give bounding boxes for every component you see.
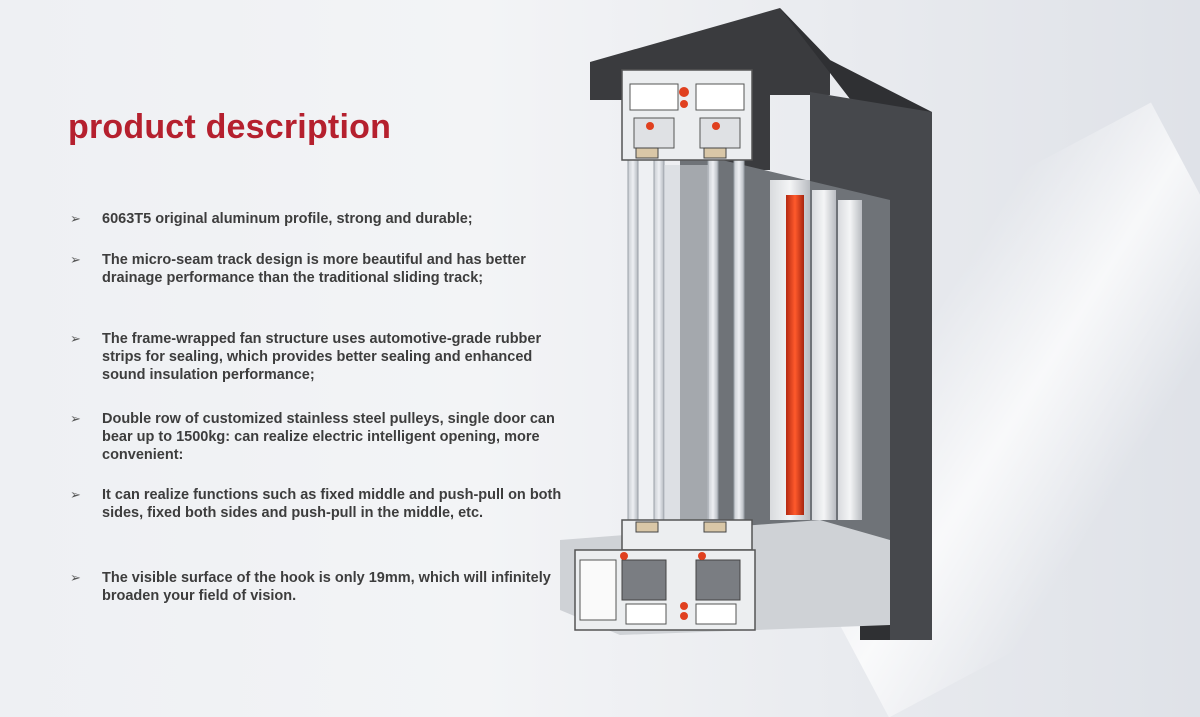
red-seal-strip	[786, 195, 804, 515]
arrow-icon: ➢	[70, 411, 81, 426]
feature-text: Double row of customized stainless steel…	[102, 411, 555, 463]
feature-text: The micro-seam track design is more beau…	[102, 252, 526, 286]
arrow-icon: ➢	[70, 331, 81, 346]
glass-pane	[627, 159, 639, 521]
list-item: ➢ The visible surface of the hook is onl…	[70, 569, 570, 605]
list-item: ➢ The frame-wrapped fan structure uses a…	[70, 330, 570, 384]
arrow-icon: ➢	[70, 252, 81, 267]
feature-text: 6063T5 original aluminum profile, strong…	[102, 211, 473, 227]
arrow-icon: ➢	[70, 211, 81, 226]
feature-text: It can realize functions such as fixed m…	[102, 487, 562, 521]
list-item: ➢ The micro-seam track design is more be…	[70, 251, 570, 287]
arrow-icon: ➢	[70, 487, 81, 502]
list-item: ➢ Double row of customized stainless ste…	[70, 410, 570, 464]
list-item: ➢ It can realize functions such as fixed…	[70, 486, 570, 522]
feature-text: The visible surface of the hook is only …	[102, 570, 551, 604]
list-item: ➢ 6063T5 original aluminum profile, stro…	[70, 210, 570, 228]
page-title: product description	[68, 108, 392, 146]
feature-text: The frame-wrapped fan structure uses aut…	[102, 331, 542, 383]
arrow-icon: ➢	[70, 570, 81, 585]
door-profile-illustration	[560, 8, 932, 640]
